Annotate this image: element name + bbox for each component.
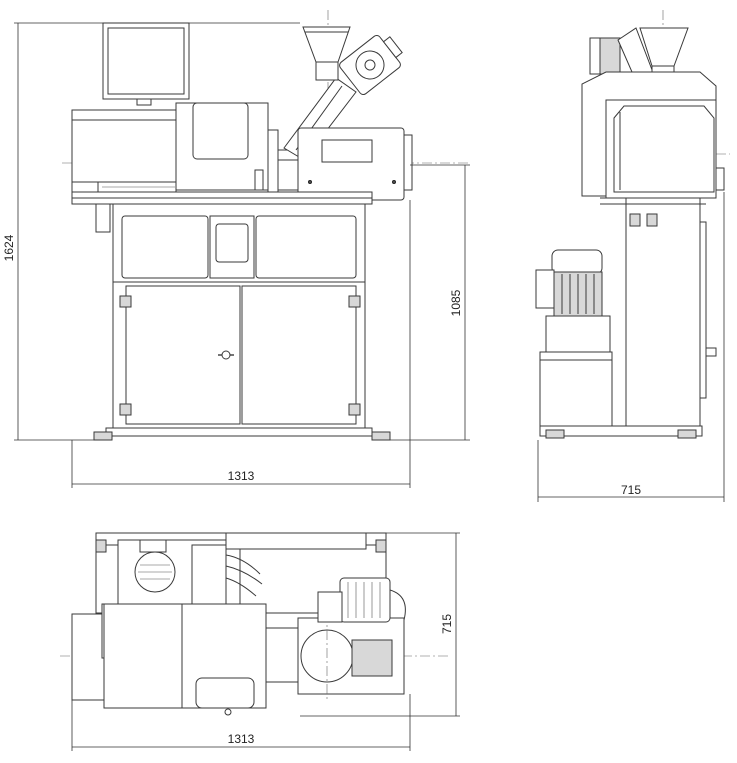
dim-depth-top: 715 <box>440 614 454 634</box>
front-cabinet <box>93 203 391 441</box>
right-unit <box>297 127 413 201</box>
dim-width-front: 1313 <box>228 469 255 483</box>
extruder-head <box>175 102 279 201</box>
side-view: 715 <box>535 10 730 502</box>
control-monitor <box>102 22 190 106</box>
dim-table-height: 1085 <box>449 289 463 316</box>
hydraulic-unit <box>535 249 613 427</box>
dim-depth-side: 715 <box>621 483 641 497</box>
top-view: 715 1313 <box>60 532 460 751</box>
front-view: 1624 1085 1313 <box>2 10 470 488</box>
dim-height-front: 1624 <box>2 234 16 261</box>
left-housing <box>71 109 181 193</box>
dim-width-top: 1313 <box>228 732 255 746</box>
